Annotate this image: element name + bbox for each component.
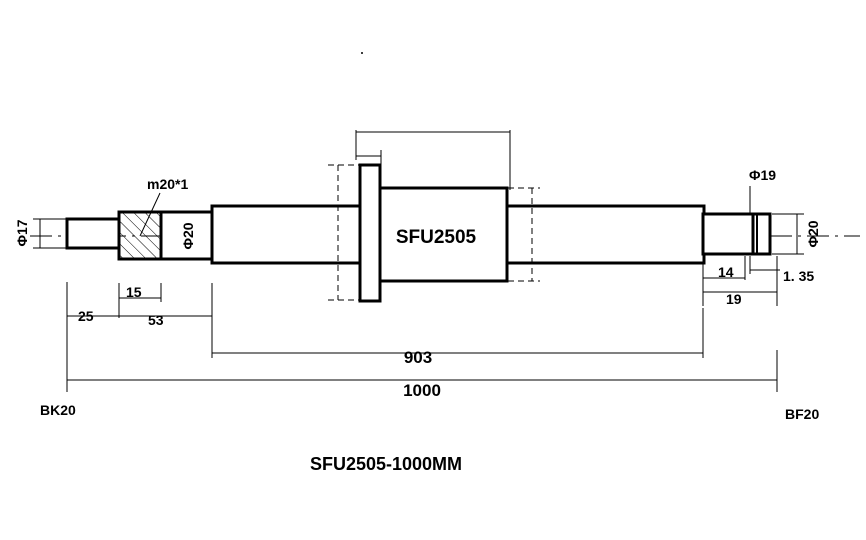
dim-903-label: 903 [404, 348, 432, 367]
dia-20-right-label: Φ20 [805, 220, 821, 247]
dim-53-label: 53 [148, 312, 164, 328]
dim-19-label: 19 [726, 291, 742, 307]
dim-15-label: 15 [126, 284, 142, 300]
left-shoulder-20 [159, 210, 215, 261]
dim-25-label: 25 [78, 308, 94, 324]
screw-shaft-right [505, 204, 706, 265]
right-journal [701, 212, 755, 256]
nut-body [378, 186, 509, 283]
dim-1000-label: 1000 [403, 381, 441, 400]
dim-135-label: 1. 35 [783, 268, 814, 284]
screw-shaft-left [210, 204, 362, 265]
dia-19-label: Φ19 [749, 167, 776, 183]
nut-label: SFU2505 [396, 227, 477, 248]
dia-20-left-label: Φ20 [180, 222, 196, 249]
left-support-label: BK20 [40, 402, 76, 418]
drawing-title: SFU2505-1000MM [310, 454, 462, 474]
dim-14-label: 14 [718, 264, 734, 280]
nut-flange [358, 163, 382, 303]
right-end [751, 212, 772, 256]
thread-leader [139, 192, 161, 237]
dia-17-label: Φ17 [14, 219, 30, 246]
thread-label: m20*1 [147, 176, 188, 192]
stray-dot [361, 52, 363, 54]
right-support-label: BF20 [785, 406, 819, 422]
left-journal-17 [65, 217, 121, 250]
